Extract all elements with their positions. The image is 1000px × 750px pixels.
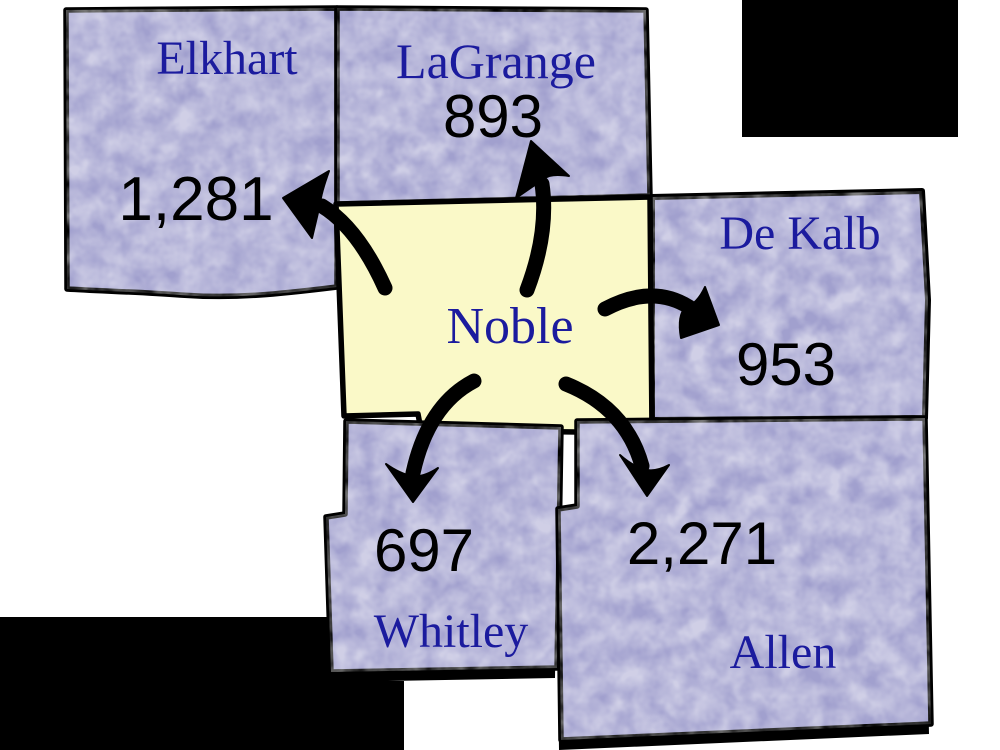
arrow-noble-to-whitley-shaft bbox=[405, 373, 482, 481]
county-whitley-label: Whitley bbox=[374, 605, 529, 658]
county-allen-texture bbox=[558, 418, 931, 740]
arrow-noble-to-elkhart-head bbox=[282, 170, 330, 239]
arrow-noble-to-dekalb-shaft bbox=[597, 288, 697, 317]
arrow-noble-to-whitley-head bbox=[385, 463, 439, 503]
arrow-noble-to-elkhart bbox=[282, 170, 393, 296]
arrow-noble-to-allen-shaft bbox=[558, 376, 650, 474]
county-allen-value: 2,271 bbox=[627, 510, 777, 577]
county-elkhart bbox=[63, 5, 340, 300]
county-elkhart-label: Elkhart bbox=[156, 32, 298, 85]
county-elkhart-texture bbox=[66, 8, 337, 297]
arrow-noble-to-dekalb-head bbox=[678, 286, 720, 339]
county-whitley-texture bbox=[326, 421, 561, 672]
arrow-noble-to-lagrange-shaft bbox=[519, 176, 552, 298]
arrow-noble-to-lagrange bbox=[515, 140, 570, 298]
county-lagrange-label: LaGrange bbox=[396, 33, 596, 89]
county-dekalb-texture bbox=[652, 191, 928, 420]
arrow-noble-to-allen bbox=[558, 376, 670, 497]
county-whitley bbox=[323, 418, 564, 682]
county-elkhart-value: 1,281 bbox=[118, 165, 273, 234]
void-region-bottom-left bbox=[0, 617, 404, 750]
county-dekalb-label: De Kalb bbox=[719, 207, 880, 260]
county-dekalb bbox=[649, 188, 931, 423]
county-allen bbox=[555, 415, 934, 750]
void-region-top-right bbox=[742, 0, 958, 137]
county-dekalb-value: 953 bbox=[736, 331, 836, 398]
arrow-noble-to-whitley bbox=[385, 373, 482, 503]
arrow-noble-to-dekalb bbox=[597, 286, 720, 339]
arrow-noble-to-allen-head bbox=[619, 454, 670, 497]
county-allen-label: Allen bbox=[730, 626, 837, 679]
county-lagrange-value: 893 bbox=[443, 83, 543, 150]
county-whitley-value: 697 bbox=[374, 517, 474, 584]
county-lagrange-texture bbox=[337, 8, 650, 204]
arrow-noble-to-elkhart-shaft bbox=[314, 198, 393, 296]
county-noble-label: Noble bbox=[446, 298, 573, 355]
arrow-noble-to-lagrange-head bbox=[515, 140, 570, 199]
